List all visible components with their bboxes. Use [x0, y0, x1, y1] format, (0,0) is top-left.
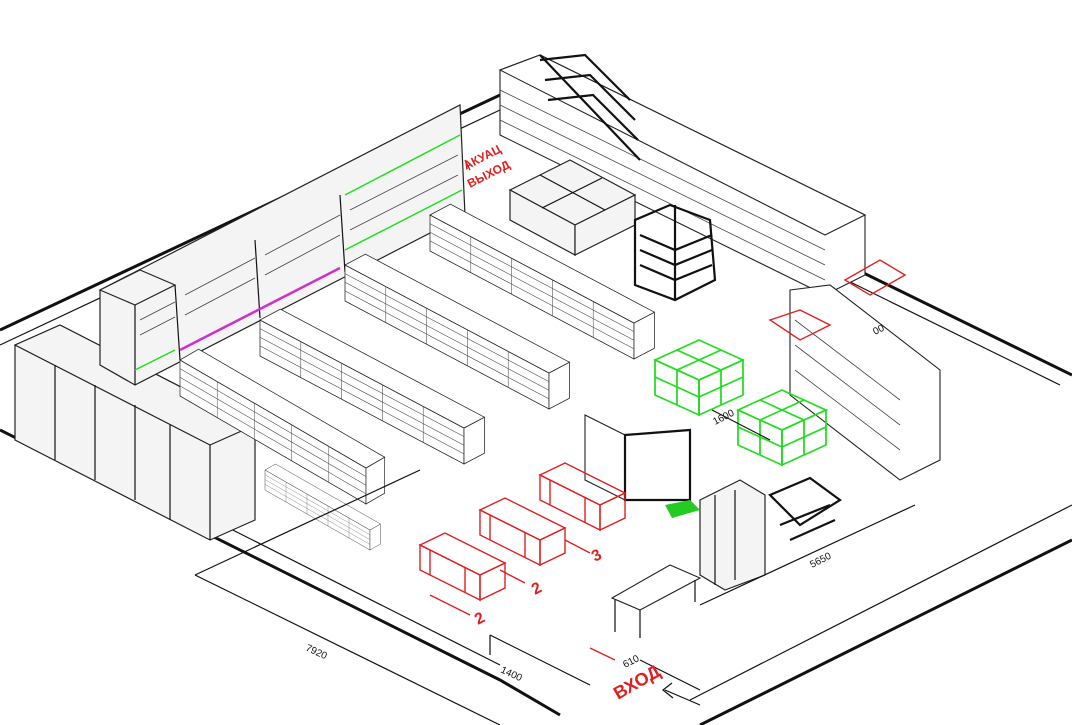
dimension-lines — [194, 409, 916, 691]
chest-freezer — [508, 159, 637, 257]
round-rack — [633, 203, 717, 302]
entrance-arrow-icon — [662, 682, 701, 706]
dim-00: 00 — [871, 323, 886, 338]
wall-shelving-back — [498, 53, 867, 296]
checkout-number-1: 2 — [472, 609, 488, 628]
green-pallet-1 — [654, 339, 744, 416]
checkout-arrows — [429, 159, 616, 661]
entrance-label: ВХОД — [610, 661, 664, 704]
dim-5650: 5650 — [808, 551, 833, 571]
dim-1600: 1600 — [711, 408, 736, 428]
checkout-2 — [479, 497, 566, 566]
shopping-carts — [768, 476, 842, 542]
checkout-1 — [419, 532, 506, 601]
tall-display-cases — [98, 104, 466, 386]
checkout-number-2: 2 — [529, 579, 545, 598]
dim-610: 610 — [621, 653, 641, 671]
checkout-number-3: 3 — [589, 546, 605, 565]
dim-7920: 7920 — [304, 643, 329, 663]
wall-shelving-right — [768, 259, 941, 481]
packing-table — [610, 564, 702, 638]
